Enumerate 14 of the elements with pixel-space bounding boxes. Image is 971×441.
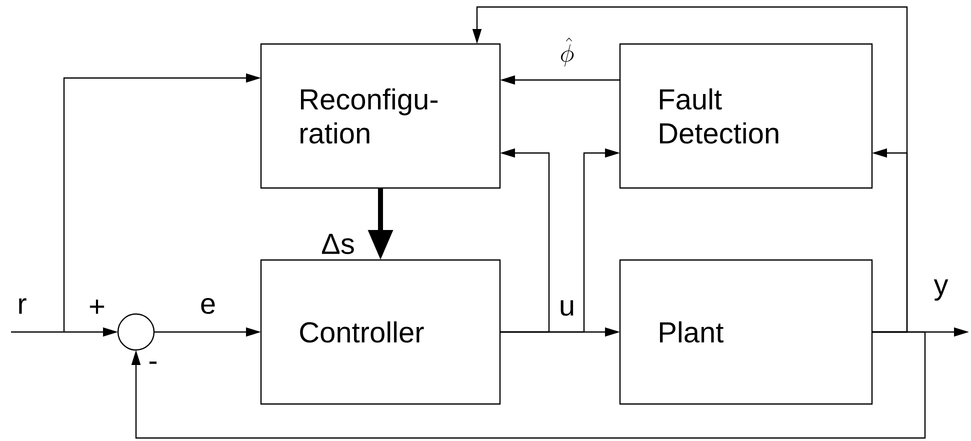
signal-label: y [934, 279, 948, 301]
summing-junction [117, 313, 155, 351]
block-box: Fault Detection [619, 43, 873, 189]
signal-label: Δs [322, 234, 354, 254]
block-box: Plant [619, 259, 873, 405]
arrow [131, 331, 926, 439]
sign-label: + [90, 300, 104, 314]
signal-label: $\hat{\phi}$ [560, 38, 574, 67]
block-box: Reconfigu- ration [260, 43, 501, 189]
sign-label: - [149, 362, 157, 364]
block-box: Controller [260, 259, 501, 405]
signal-label: r [19, 298, 26, 314]
signal-label: e [201, 298, 215, 314]
signal-label: u [560, 300, 574, 316]
